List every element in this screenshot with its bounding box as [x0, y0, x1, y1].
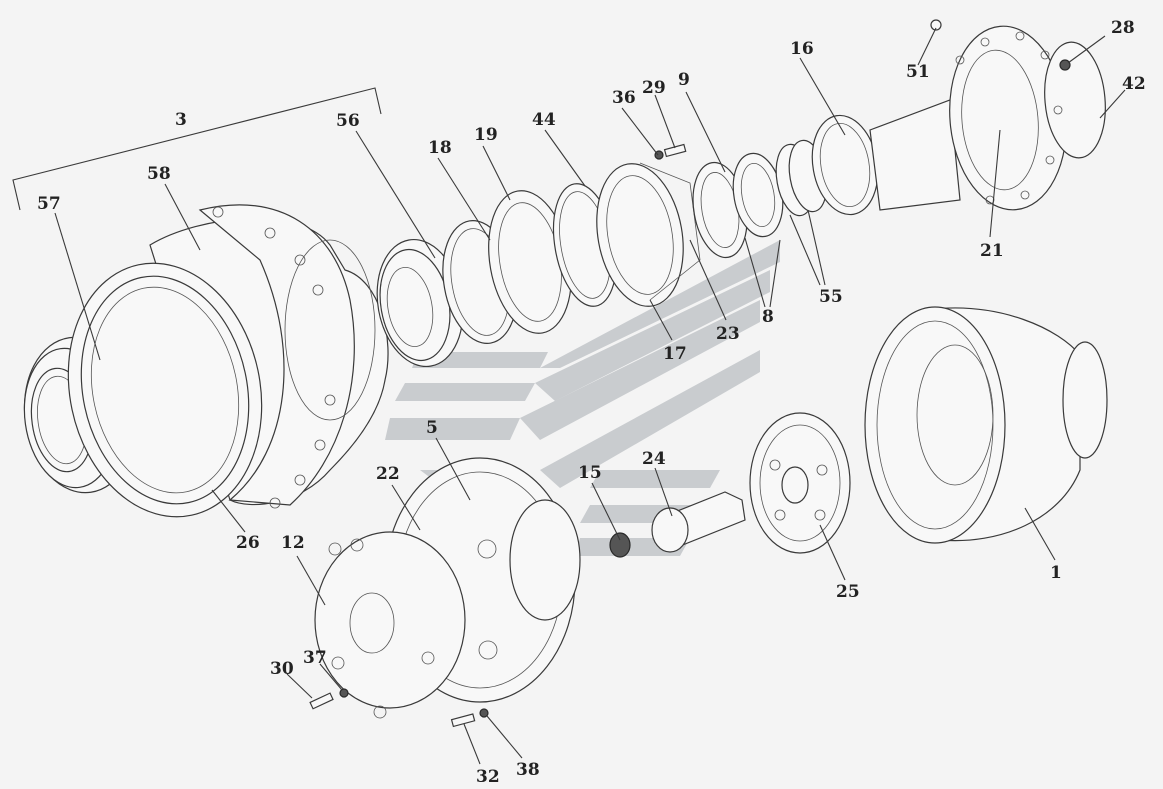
callout-24: 24	[642, 449, 666, 469]
callout-15: 15	[578, 463, 602, 483]
housing-58	[67, 204, 389, 518]
callout-9: 9	[678, 70, 690, 90]
plug-28	[1059, 59, 1071, 71]
callout-32: 32	[476, 767, 500, 787]
callout-17: 17	[663, 344, 687, 364]
pinion-shaft-24	[651, 491, 746, 553]
bearing-17	[596, 162, 701, 307]
callout-57: 57	[37, 194, 61, 214]
callout-8: 8	[762, 307, 774, 327]
gear-25	[749, 412, 851, 554]
leader-lines	[54, 27, 1126, 765]
callout-30: 30	[270, 659, 294, 679]
plug-51	[930, 19, 942, 31]
callout-22: 22	[376, 464, 400, 484]
callout-16: 16	[790, 39, 814, 59]
washer-37	[339, 688, 349, 698]
callout-23: 23	[716, 324, 740, 344]
callout-36: 36	[612, 88, 636, 108]
group-3-bracket	[12, 87, 382, 211]
callout-26: 26	[236, 533, 260, 553]
washer-38	[479, 708, 489, 718]
callout-3: 3	[175, 110, 187, 130]
callout-55: 55	[819, 287, 843, 307]
callout-19: 19	[474, 125, 498, 145]
callout-51: 51	[906, 62, 930, 82]
callout-5: 5	[426, 418, 438, 438]
callout-25: 25	[836, 582, 860, 602]
callout-28: 28	[1111, 18, 1135, 38]
bolt-32	[450, 713, 476, 728]
bolt-30	[309, 692, 334, 710]
cover-12	[314, 531, 466, 719]
callout-labels: 1 3 5 8 9 12 15 16 17 18 19 21 22 23 24 …	[37, 18, 1146, 787]
callout-29: 29	[642, 78, 666, 98]
callout-42: 42	[1122, 74, 1146, 94]
bearing-56	[376, 238, 464, 368]
callout-38: 38	[516, 760, 540, 780]
callout-58: 58	[147, 164, 171, 184]
callout-1: 1	[1050, 563, 1062, 583]
sleeve-16	[811, 114, 879, 216]
callout-12: 12	[281, 533, 305, 553]
callout-21: 21	[980, 241, 1004, 261]
ring-gear-1	[864, 306, 1108, 544]
flange-shaft-21	[869, 25, 1106, 211]
callout-37: 37	[303, 648, 327, 668]
callout-56: 56	[336, 111, 360, 131]
callout-18: 18	[428, 138, 452, 158]
callout-44: 44	[532, 110, 556, 130]
bushing-15	[609, 532, 631, 558]
bolt-29	[663, 143, 687, 158]
housing-bolt-holes	[212, 206, 336, 509]
